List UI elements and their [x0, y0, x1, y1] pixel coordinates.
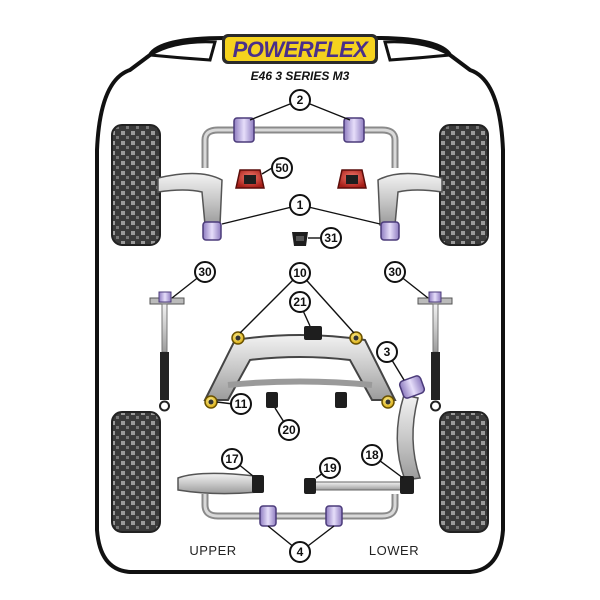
callout-circle	[320, 227, 342, 249]
callout-circle	[289, 262, 311, 284]
subframe-bush-rear-left	[204, 395, 218, 409]
callout-number: 30	[388, 265, 402, 279]
callout-c30l: 30	[194, 261, 216, 283]
callout-c20: 20	[278, 419, 300, 441]
callout-circle	[221, 448, 243, 470]
callout-c10: 10	[289, 262, 311, 284]
diff-mount-rear-left	[266, 392, 278, 408]
upper-label: UPPER	[189, 543, 236, 558]
trailing-arm-bush	[398, 375, 426, 399]
rear-lower-arm	[309, 481, 411, 491]
callout-number: 2	[297, 93, 304, 107]
subframe-bush-front-right	[349, 331, 363, 345]
callout-circle	[319, 457, 341, 479]
callout-c31: 31	[320, 227, 342, 249]
rear-anti-roll-bar	[201, 494, 399, 520]
callout-number: 3	[384, 345, 391, 359]
callout-c19: 19	[319, 457, 341, 479]
engine-mount-left	[235, 169, 265, 189]
rear-subframe	[203, 334, 397, 401]
rear-lower-arm-bush-right	[400, 476, 414, 494]
callout-c2: 2	[289, 89, 311, 111]
callout-c17: 17	[221, 448, 243, 470]
callout-c4: 4	[289, 541, 311, 563]
tyre-rear-right	[439, 411, 489, 533]
diff-mount-front	[304, 326, 322, 340]
front-arm-bush-left	[202, 221, 222, 241]
callout-number: 4	[297, 545, 304, 559]
callout-c21: 21	[289, 291, 311, 313]
rear-shock-left	[149, 291, 185, 412]
rear-lower-arm-bush-left	[304, 478, 316, 494]
callout-number: 18	[365, 448, 379, 462]
engine-mount-right	[337, 169, 367, 189]
callout-number: 50	[275, 161, 289, 175]
callout-circle	[230, 393, 252, 415]
callout-circle	[271, 157, 293, 179]
arb-bush-left	[233, 117, 255, 143]
callout-number: 10	[293, 266, 307, 280]
callout-number: 30	[198, 265, 212, 279]
callout-circle	[278, 419, 300, 441]
tyre-front-left	[111, 124, 161, 246]
rear-upper-arm-bush	[252, 475, 264, 493]
callout-number: 20	[282, 423, 296, 437]
callout-c18: 18	[361, 444, 383, 466]
callout-number: 31	[324, 231, 338, 245]
callout-circle	[289, 89, 311, 111]
callout-circle	[289, 291, 311, 313]
arb-bush-right	[343, 117, 365, 143]
callout-number: 11	[235, 397, 248, 411]
rear-trailing-arm	[396, 394, 422, 481]
callout-number: 19	[323, 461, 337, 475]
subframe-bush-front-left	[231, 331, 245, 345]
callout-circle	[289, 541, 311, 563]
callout-number: 17	[225, 452, 239, 466]
lower-label: LOWER	[369, 543, 419, 558]
tyre-front-right	[439, 124, 489, 246]
rear-shock-right	[417, 291, 453, 412]
callout-number: 21	[293, 295, 307, 309]
rear-arb-bush-left	[259, 505, 277, 527]
tyre-rear-left	[111, 411, 161, 533]
front-arm-bush-right	[380, 221, 400, 241]
callouts: 2 50 1 31 30 10 30 21 3 11 20 17 19 18 4	[194, 89, 406, 563]
callout-c30r: 30	[384, 261, 406, 283]
callout-circle	[289, 194, 311, 216]
mirror-right	[383, 40, 455, 62]
callout-circle	[361, 444, 383, 466]
powerflex-logo: POWERFLEX	[222, 34, 378, 64]
diff-mount-rear-right	[335, 392, 347, 408]
front-arm-left	[157, 172, 223, 226]
callout-circle	[376, 341, 398, 363]
logo-text: POWERFLEX	[233, 37, 370, 62]
mirror-left	[145, 40, 217, 62]
rear-upper-arm	[177, 472, 259, 495]
rear-arb-bush-right	[325, 505, 343, 527]
model-title: E46 3 SERIES M3	[251, 69, 350, 83]
subframe-bush-rear-right	[381, 395, 395, 409]
gearbox-mount	[292, 232, 308, 246]
callout-c50: 50	[271, 157, 293, 179]
callout-c11: 11	[230, 393, 252, 415]
front-arm-right	[377, 172, 443, 226]
callout-c3: 3	[376, 341, 398, 363]
callout-circle	[194, 261, 216, 283]
callout-c1: 1	[289, 194, 311, 216]
callout-number: 1	[297, 198, 304, 212]
callout-circle	[384, 261, 406, 283]
